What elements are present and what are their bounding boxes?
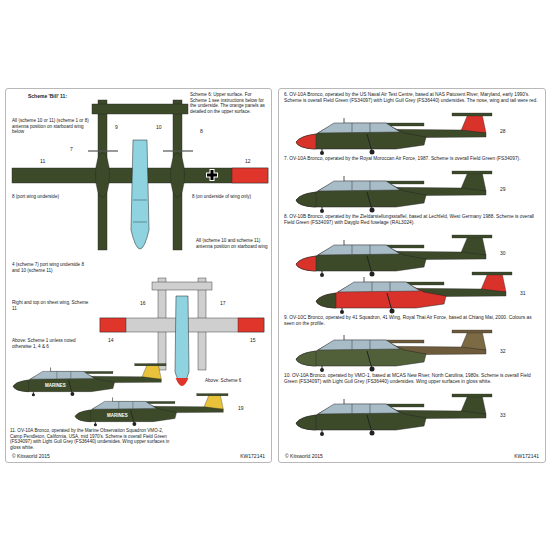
- aircraft-marking: MARINES: [107, 413, 128, 418]
- sheet-code: KW172141: [514, 453, 539, 459]
- bottom-view: [100, 278, 264, 386]
- scheme-note: Scheme 'Bill' 11:: [28, 93, 67, 99]
- callout-number: 12: [245, 158, 251, 164]
- callout-number: 28: [500, 128, 506, 134]
- top-view: [12, 100, 268, 250]
- side-profile: [296, 113, 492, 155]
- placement-note: Above: Scheme 6: [205, 378, 241, 384]
- side-profile: [13, 364, 166, 397]
- side-profile: [316, 272, 512, 314]
- callout-number: 32: [500, 348, 506, 354]
- callout-number: 9: [115, 124, 118, 130]
- copyright-note: © Kitsworld 2015: [285, 453, 323, 459]
- side-profile: [296, 171, 492, 213]
- side-profile: [296, 394, 492, 436]
- placement-note: 4 (scheme 7) port wing underside 8 and 1…: [12, 262, 92, 273]
- placement-note: 8 (port wing underside): [12, 194, 92, 200]
- scheme-caption: 10. OV-10A Bronco, operated by VMO-1, ba…: [284, 373, 540, 385]
- callout-number: 14: [108, 337, 114, 343]
- side-profile: [296, 235, 492, 277]
- callout-number: 10: [156, 124, 162, 130]
- aircraft-marking: MARINES: [45, 383, 66, 388]
- callout-number: 16: [140, 300, 146, 306]
- placement-note: 8 (on underside of wing only): [192, 194, 268, 200]
- side-profile: [296, 330, 492, 372]
- placement-note: Above: Scheme 1 unless noted otherwise 1…: [12, 338, 92, 349]
- placement-note: All (scheme 10 and scheme 11) antenna po…: [196, 238, 268, 249]
- placement-note: Right and top on sheet wing, Scheme 11: [12, 300, 92, 311]
- decal-sheet-panel: © Kitsworld 2015 KW172141: [278, 88, 546, 463]
- sheet-code: KW172141: [240, 453, 265, 459]
- callout-number: 30: [500, 250, 506, 256]
- callout-number: 19: [238, 405, 244, 411]
- scheme-caption: 8. OV-10B Bronco, operated by the Zielda…: [284, 214, 540, 226]
- decal-sheet-panel: © Kitsworld 2015 KW172141: [5, 88, 272, 463]
- callout-number: 33: [500, 412, 506, 418]
- callout-number: 29: [500, 186, 506, 192]
- scheme-note: Scheme 6: Upper surface. For Scheme 1 se…: [190, 92, 268, 114]
- copyright-note: © Kitsworld 2015: [12, 453, 50, 459]
- scheme-caption: 6. OV-10A Bronco, operated by the US Nav…: [284, 92, 540, 104]
- side-profile: [75, 394, 228, 427]
- scheme-caption: 7. OV-10A Bronco, operated by the Royal …: [284, 156, 540, 162]
- callout-number: 17: [220, 300, 226, 306]
- scheme-caption: 9. OV-10C Bronco, operated by 41 Squadro…: [284, 315, 540, 327]
- callout-number: 31: [520, 290, 526, 296]
- callout-number: 11: [40, 158, 45, 164]
- placement-note: All (scheme 10 or 11) (scheme 1 or 8) an…: [12, 118, 92, 135]
- scheme-caption: 11. OV-10A Bronco, operated by the Marin…: [10, 428, 170, 450]
- callout-number: 15: [250, 337, 256, 343]
- callout-number: 7: [70, 146, 73, 152]
- callout-number: 8: [200, 128, 203, 134]
